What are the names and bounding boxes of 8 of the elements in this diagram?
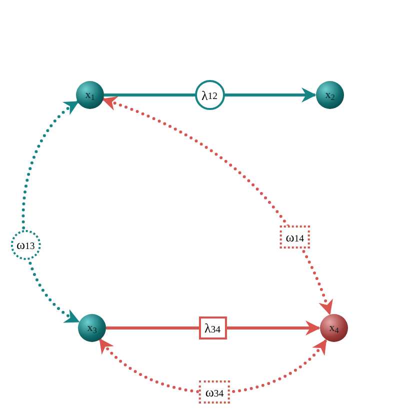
arrow [98,338,328,394]
node-label: x$_{3}$ [87,320,97,336]
arrow [106,320,320,336]
arrow [22,100,80,324]
node-label: x$_{2}$ [325,88,335,104]
arrow [102,96,332,316]
node-label: x$_{1}$ [85,88,95,104]
node-label: x$_{4}$ [329,320,339,336]
